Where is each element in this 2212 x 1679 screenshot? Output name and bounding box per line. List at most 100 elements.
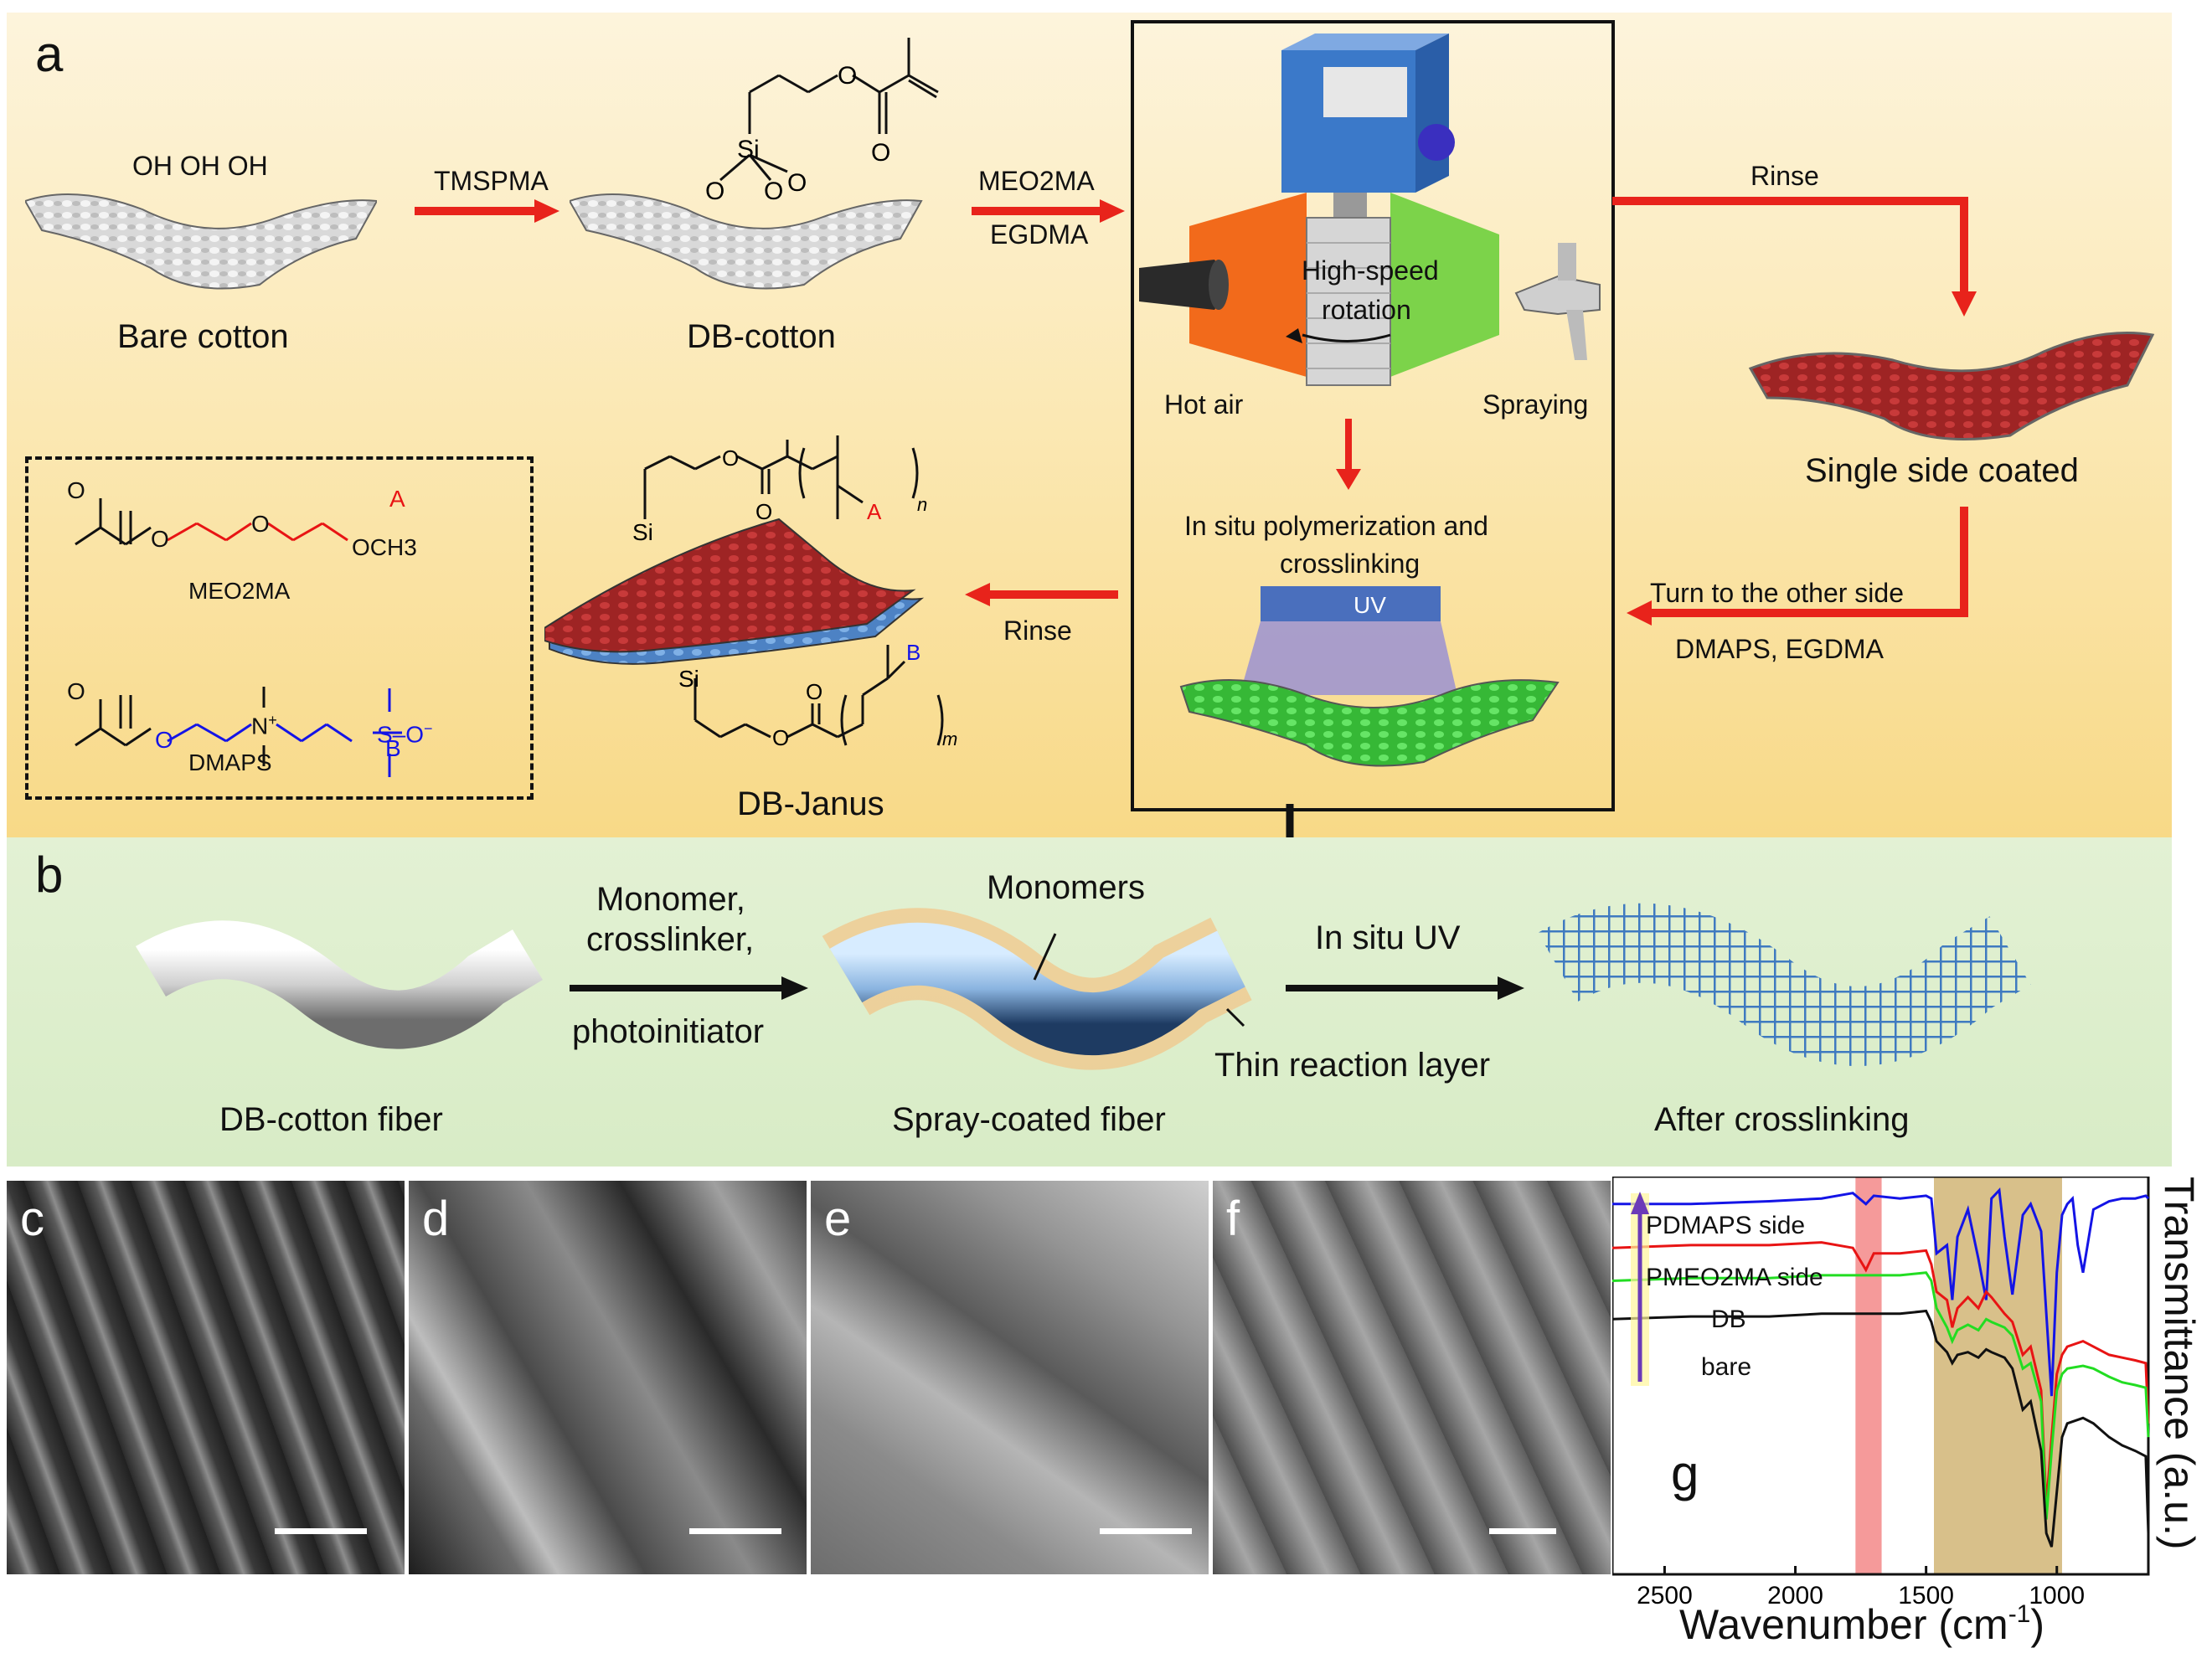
dmaps-carbonyl-o: O (67, 678, 85, 704)
oh-groups: OH OH OH (132, 151, 268, 181)
legend-pmeo2ma: PMEO2MA side (1646, 1264, 1823, 1291)
ftir-band-0 (1855, 1177, 1882, 1574)
ftir-tick-label-1: 2000 (1767, 1582, 1823, 1609)
sem-image-e: e (811, 1181, 1209, 1574)
ftir-plot-frame (1612, 1177, 2150, 1576)
dmaps-ester-o: O (155, 727, 173, 753)
ftir-band-1 (1934, 1177, 2062, 1574)
janus-ester-o-top: O (722, 446, 739, 471)
scale-bar-e (1100, 1528, 1192, 1534)
monomer-legend-box (25, 456, 534, 800)
spray-apparatus (1139, 33, 1601, 767)
scale-bar-f (1489, 1528, 1556, 1534)
label-hot-air: Hot air (1164, 389, 1244, 420)
panel-b-letter: b (35, 847, 64, 903)
janus-si-top: Si (632, 519, 653, 545)
arrow-tmspma-label: TMSPMA (434, 166, 549, 196)
arrow2-label: In situ UV (1315, 919, 1461, 956)
tmspma-molecule: O O Si O O O (705, 38, 939, 205)
arrow1-line2: crosslinker, (586, 921, 755, 958)
ftir-series-2 (1612, 1271, 2150, 1520)
dmaps-label: DMAPS (188, 749, 272, 775)
spray-coated-fiber (822, 908, 1252, 1070)
janus-b-label: B (906, 640, 920, 665)
carbonyl-o-label: O (871, 139, 890, 167)
meo2ma-ether-o: O (251, 511, 270, 537)
db-cotton-fiber (136, 920, 544, 1049)
process-box (1131, 20, 1615, 811)
dmaps-b-label: B (385, 735, 401, 761)
arrow-rinse-top (1612, 197, 1977, 317)
ftir-stack-arrow-head (1631, 1192, 1649, 1214)
label-high-speed: High-speed (1302, 255, 1439, 286)
legend-bare: bare (1701, 1353, 1751, 1381)
arrow1-line3: photoinitiator (572, 1013, 765, 1050)
single-side-fabric (1748, 332, 2155, 440)
ftir-y-axis-label: Transmittance (a.u.) (2156, 1177, 2203, 1550)
janus-m-subscript: m (942, 729, 957, 749)
ftir-panel-letter: g (1671, 1445, 1699, 1501)
panel-a-background (7, 13, 2172, 837)
label-spraying: Spraying (1482, 389, 1589, 420)
arrow-tmspma (415, 199, 559, 223)
label-thin-layer: Thin reaction layer (1214, 1047, 1491, 1084)
legend-pdmaps: PDMAPS side (1646, 1212, 1805, 1239)
ftir-tick-label-3: 1000 (2029, 1582, 2085, 1609)
ftir-x-axis-label: Wavenumber (cm-1) (1679, 1600, 2044, 1648)
meo2ma-och3: OCH3 (352, 534, 417, 560)
label-db-cotton: DB-cotton (687, 318, 836, 355)
crosslinked-fiber (1538, 903, 2031, 1066)
arrow-rinse-bottom-label: Rinse (1003, 615, 1072, 646)
arrow-turn-label: Turn to the other side (1650, 578, 1904, 608)
scale-bar-c (275, 1528, 367, 1534)
meo2ma-label: MEO2MA (188, 578, 291, 604)
janus-n-subscript: n (917, 494, 927, 515)
meo2ma-carbonyl-o: O (67, 477, 85, 503)
janus-carbonyl-o-top: O (755, 499, 772, 524)
arrow1 (570, 976, 808, 1000)
si-o-label-2: O (764, 178, 783, 205)
arrow-dmaps-egdma-label: DMAPS, EGDMA (1675, 634, 1884, 664)
label-spray-fiber: Spray-coated fiber (892, 1101, 1166, 1138)
label-monomers: Monomers (987, 869, 1145, 906)
label-after-crosslinking: After crosslinking (1654, 1101, 1910, 1138)
ftir-tick-label-0: 2500 (1637, 1582, 1693, 1609)
arrow-meo2ma (972, 199, 1125, 223)
si-o-label-1: O (705, 178, 724, 205)
sem-image-c: c (7, 1181, 405, 1574)
arrow-rinse-top-label: Rinse (1751, 161, 1819, 191)
meo2ma-a-label: A (389, 486, 405, 512)
label-insitu-line1: In situ polymerization and (1184, 511, 1488, 541)
janus-ester-o-bottom: O (772, 725, 789, 750)
ester-o-label: O (838, 62, 857, 90)
sem-image-f: f (1213, 1181, 1611, 1574)
dmaps-n-plus: N+ (251, 712, 277, 739)
label-insitu-line2: crosslinking (1280, 549, 1421, 579)
sem-letter-f: f (1226, 1192, 1240, 1246)
ftir-series-3 (1612, 1309, 2150, 1548)
ftir-highlight-bands (1855, 1177, 2062, 1574)
db-cotton-fabric (570, 193, 923, 290)
sem-letter-e: e (824, 1192, 852, 1246)
janus-a-label: A (867, 499, 882, 524)
ftir-series-1 (1612, 1241, 2150, 1506)
janus-carbonyl-o-bottom: O (806, 679, 822, 704)
label-db-fiber: DB-cotton fiber (219, 1101, 443, 1138)
bare-cotton-fabric (25, 193, 377, 290)
arrow-egdma-label: EGDMA (990, 219, 1089, 250)
si-label: Si (737, 136, 760, 163)
dmaps-sulfonate: S–O− (377, 720, 433, 748)
ftir-series-lines (1612, 1187, 2150, 1548)
label-single-side: Single side coated (1805, 452, 2079, 489)
sem-image-d: d (409, 1181, 807, 1574)
ftir-series-0 (1612, 1187, 2150, 1397)
sem-letter-c: c (20, 1192, 44, 1246)
sem-letter-d: d (422, 1192, 450, 1246)
legend-db: DB (1711, 1306, 1746, 1333)
si-o-label-3: O (787, 169, 807, 197)
janus-si-bottom: Si (678, 666, 699, 692)
panel-a-letter: a (35, 26, 64, 82)
arrow1-line1: Monomer, (596, 881, 745, 918)
